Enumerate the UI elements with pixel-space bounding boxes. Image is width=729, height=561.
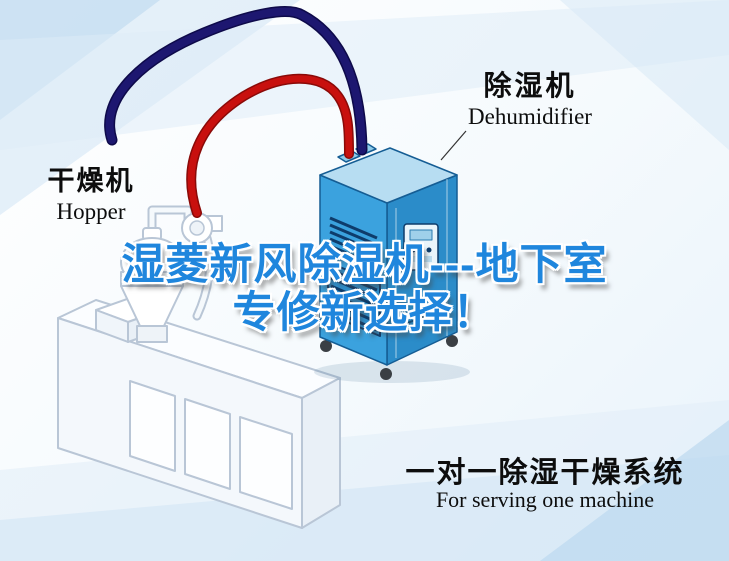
label-leader-line	[440, 130, 467, 161]
hopper-label-en: Hopper	[56, 199, 126, 225]
dehumidifier-label: 除湿机 Dehumidifier	[448, 70, 612, 131]
red-hose	[186, 73, 354, 218]
hopper-machine-illustration	[57, 205, 341, 529]
headline-line1: 湿菱新风除湿机---地下室	[121, 241, 608, 289]
hopper-label: 干燥机 Hopper	[30, 166, 152, 225]
caption-cn: 一对一除湿干燥系统	[405, 457, 685, 489]
dehumidifier-label-cn: 除湿机	[483, 70, 577, 101]
navy-hose	[104, 6, 368, 156]
dehumidifier-label-en: Dehumidifier	[468, 104, 592, 130]
headline-line2: 专修新选择！	[232, 289, 497, 337]
caption-en: For serving one machine	[435, 487, 655, 512]
hopper-label-cn: 干燥机	[47, 166, 135, 196]
